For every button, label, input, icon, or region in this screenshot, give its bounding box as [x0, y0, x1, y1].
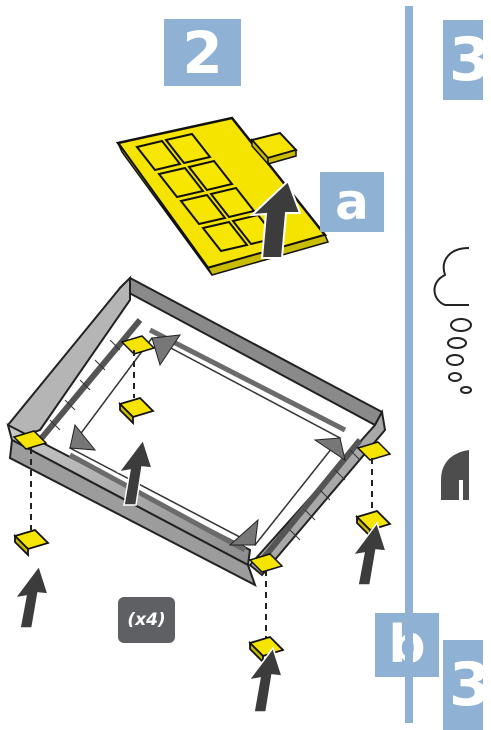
illustration: [6, 116, 472, 713]
substep-a-badge: a: [320, 172, 384, 232]
step-divider: [405, 6, 413, 723]
quantity-label: (x4): [118, 597, 175, 643]
guide-lines: [30, 350, 373, 640]
next-step-number-badge: 3: [443, 20, 491, 100]
up-arrow-icon: [249, 179, 302, 259]
pad-sheet-icon: [115, 116, 330, 276]
dark-shape-icon: [441, 450, 469, 500]
pedestal-frame-icon: [6, 275, 392, 588]
up-arrow-icon: [13, 438, 388, 713]
next-step-number-badge-lower: 3: [443, 640, 491, 730]
speech-bubble-icon: [433, 247, 472, 394]
pad-icon: [250, 131, 298, 166]
step-number-badge: 2: [164, 19, 241, 87]
